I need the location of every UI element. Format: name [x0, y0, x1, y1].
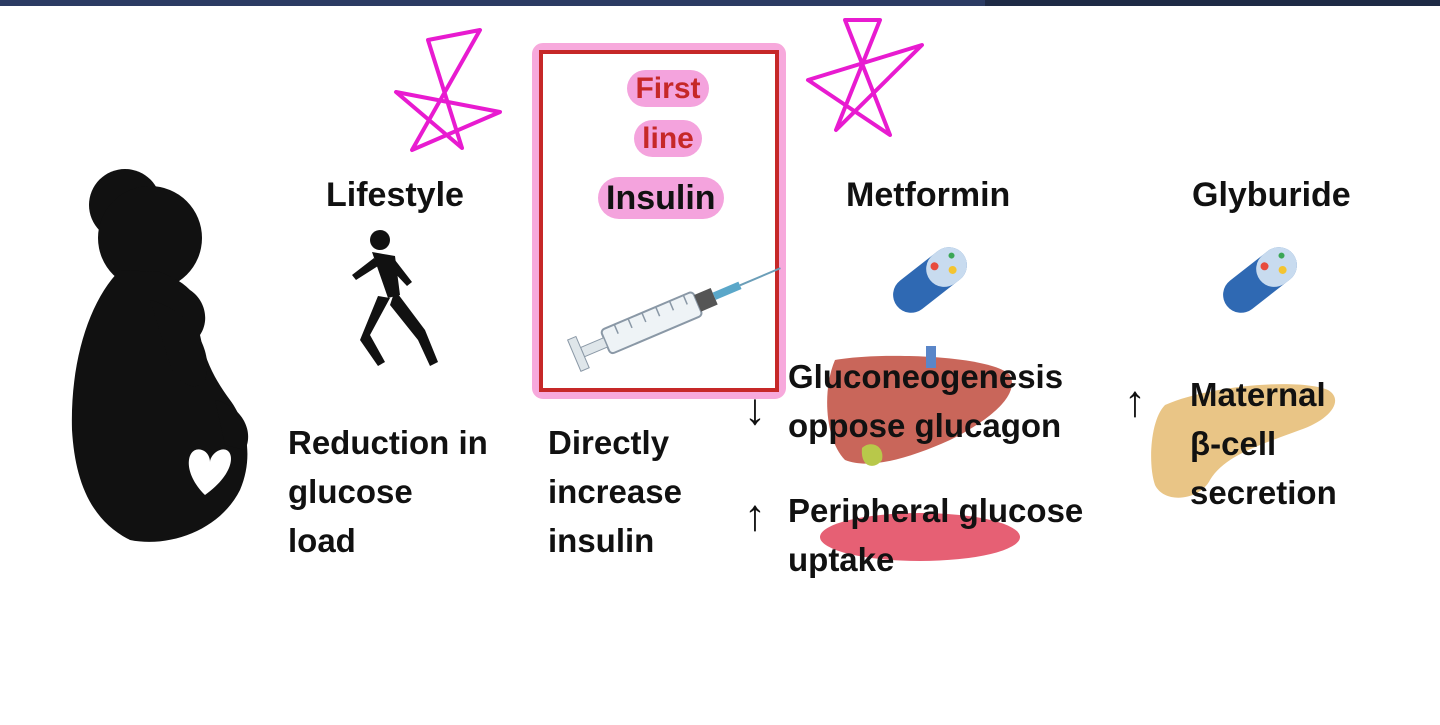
heart-icon	[188, 449, 232, 495]
arrow-down-gluconeogenesis: ↓	[744, 385, 766, 434]
capsule-icon	[893, 247, 967, 313]
top-bar-right	[985, 0, 1440, 6]
desc-glyburide: Maternal β-cell secretion	[1190, 376, 1337, 511]
line-label-wrap: line	[583, 120, 753, 157]
heading-metformin: Metformin	[846, 176, 1011, 214]
heading-lifestyle: Lifestyle	[326, 176, 464, 214]
top-bar	[0, 0, 1440, 6]
pregnant-woman-icon	[71, 169, 249, 542]
liver-icon	[827, 346, 1012, 466]
line-label: line	[634, 120, 702, 157]
desc-lifestyle: Reduction in glucose load	[288, 424, 488, 559]
first-label: First	[627, 70, 709, 107]
muscle-icon	[820, 513, 1020, 561]
desc-metformin-peripheral: Peripheral glucose uptake	[788, 492, 1084, 578]
arrow-up-peripheral: ↑	[744, 491, 766, 540]
runner-icon	[352, 230, 438, 366]
desc-insulin: Directly increase insulin	[548, 424, 682, 559]
first-line-label: First	[583, 70, 753, 107]
heading-insulin-wrap: Insulin	[598, 177, 724, 219]
first-line-box-outer	[532, 43, 786, 399]
desc-metformin-gluconeogenesis: Gluconeogenesis oppose glucagon	[788, 358, 1064, 444]
star-icon	[806, 18, 924, 137]
pancreas-icon	[1151, 384, 1336, 498]
syringe-icon	[566, 267, 781, 372]
heading-glyburide: Glyburide	[1192, 176, 1351, 214]
first-line-box	[539, 50, 779, 392]
heading-insulin: Insulin	[598, 177, 724, 219]
arrow-up-maternal: ↑	[1124, 377, 1146, 426]
capsule-icon	[1223, 247, 1297, 313]
star-icon	[394, 28, 502, 152]
